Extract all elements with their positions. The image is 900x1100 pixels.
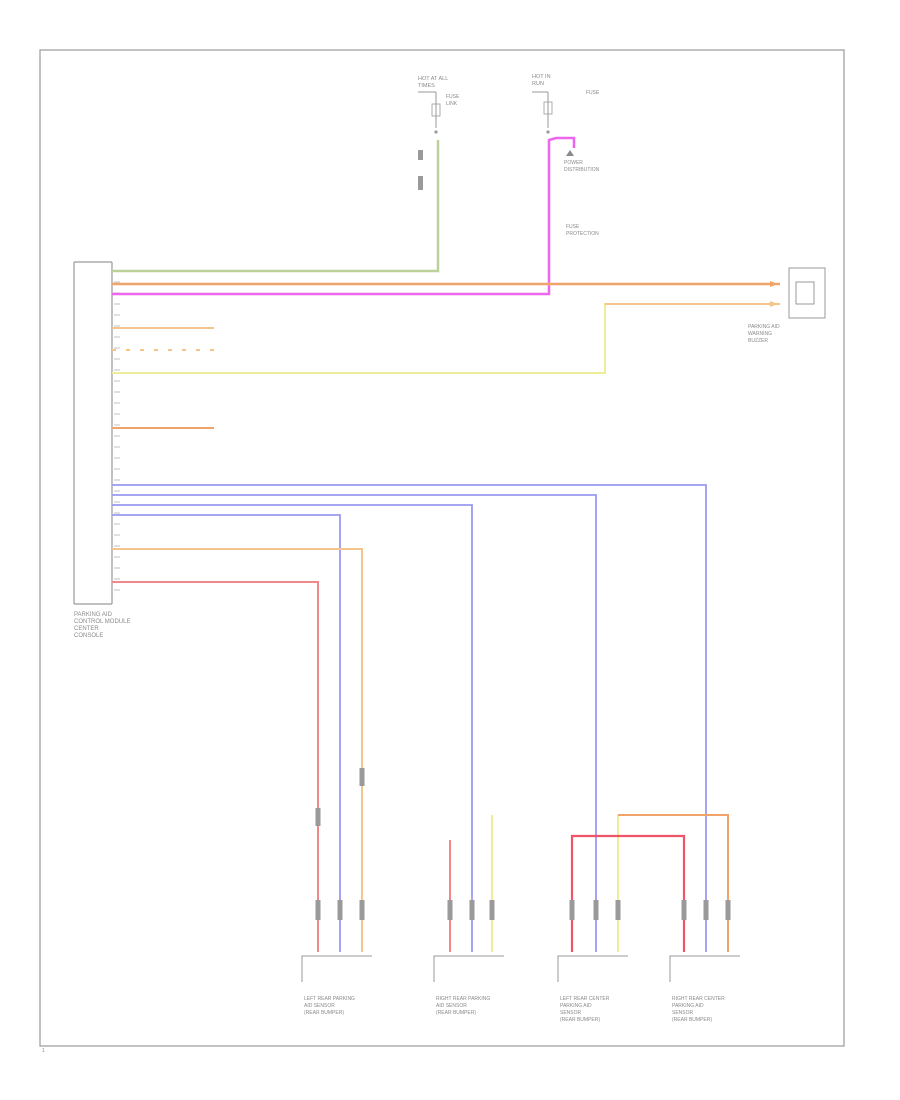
fuse-protection-label: FUSE PROTECTION: [566, 224, 599, 237]
sensor-connector-marker: [489, 900, 495, 920]
wire-red-s3-s4: [570, 834, 686, 952]
sensor-1-label-line-2: AID SENSOR: [304, 1003, 335, 1009]
fuse1-label-line-1: FUSE: [446, 94, 460, 100]
module-label-line-2: CONTROL MODULE: [74, 619, 130, 625]
wire-blue-1: [112, 484, 707, 952]
fuse1-label: FUSE LINK: [446, 94, 461, 107]
fuse-link-hot-at-all-times: HOT AT ALL TIMES FUSE LINK: [418, 76, 461, 190]
sensor-connector-marker: [569, 900, 575, 920]
power-label-line-1: POWER: [564, 160, 583, 166]
wire-blue-3: [112, 504, 473, 952]
fuse2-header-line-2: RUN: [532, 81, 544, 87]
buzzer-label-line-3: BUZZER: [748, 338, 768, 344]
fuse2-header: HOT IN RUN: [532, 74, 552, 87]
sensor-2-label-line-3: (REAR BUMPER): [436, 1010, 476, 1016]
wire-red-s1: [112, 581, 319, 952]
wire-blue-4: [112, 514, 341, 952]
sensor-3-label-line-3: SENSOR: [560, 1010, 582, 1016]
wire-blue-2: [112, 494, 597, 952]
sensor-4-label-line-4: (REAR BUMPER): [672, 1017, 712, 1023]
sensor-2-label: RIGHT REAR PARKING AID SENSOR (REAR BUMP…: [436, 996, 492, 1016]
sensor-connector-marker: [337, 900, 343, 920]
sensor-right-rear-center: RIGHT REAR CENTER PARKING AID SENSOR (RE…: [669, 955, 740, 1023]
fuse1-header-line-1: HOT AT ALL: [418, 76, 448, 82]
sensor-3-label-line-2: PARKING AID: [560, 1003, 592, 1009]
buzzer-label-line-2: WARNING: [748, 331, 772, 337]
module-label: PARKING AID CONTROL MODULE CENTER CONSOL…: [74, 612, 132, 639]
buzzer-label-line-1: PARKING AID: [748, 324, 780, 330]
fuse1-label-line-2: LINK: [446, 101, 458, 107]
sensor-connector-marker: [703, 900, 709, 920]
wire-green: [112, 140, 440, 273]
fuse1-header-line-2: TIMES: [418, 83, 435, 89]
sensor-connector-marker: [315, 900, 321, 920]
sensor-4-label: RIGHT REAR CENTER PARKING AID SENSOR (RE…: [672, 996, 726, 1023]
sensor-2-label-line-2: AID SENSOR: [436, 1003, 467, 1009]
sensor-4-label-line-2: PARKING AID: [672, 1003, 704, 1009]
module-pin-numbers: [114, 270, 120, 591]
sensor-connector-marker: [681, 900, 687, 920]
inline-connector-marker: [315, 808, 321, 826]
ground-symbol-icon: [566, 150, 574, 156]
parking-aid-control-module: PARKING AID CONTROL MODULE CENTER CONSOL…: [73, 261, 132, 639]
wire-orange-sensor: [112, 548, 363, 952]
sensor-1-label-line-1: LEFT REAR PARKING: [304, 996, 355, 1002]
sensor-left-rear-center: LEFT REAR CENTER PARKING AID SENSOR (REA…: [557, 955, 628, 1023]
fuse1-header: HOT AT ALL TIMES: [418, 76, 450, 89]
power-distribution-label: POWER DISTRIBUTION: [564, 160, 600, 173]
sensor-1-label: LEFT REAR PARKING AID SENSOR (REAR BUMPE…: [304, 996, 356, 1016]
fuse2-label: FUSE: [586, 90, 600, 96]
sensor-connector-marker: [469, 900, 475, 920]
sensor-2-label-line-1: RIGHT REAR PARKING: [436, 996, 490, 1002]
sensor-left-rear: LEFT REAR PARKING AID SENSOR (REAR BUMPE…: [301, 955, 372, 1016]
ground-label-line-2: PROTECTION: [566, 231, 599, 237]
power-label-line-2: DISTRIBUTION: [564, 167, 600, 173]
fuse-hot-in-run: HOT IN RUN FUSE POWER DISTRIBUTION FUSE …: [532, 74, 600, 237]
wire-pink: [112, 136, 576, 296]
fuse1-wire-markers: [418, 150, 423, 190]
diagram-frame: [39, 49, 845, 1047]
ground-label-line-1: FUSE: [566, 224, 580, 230]
module-label-line-4: CONSOLE: [74, 633, 103, 639]
sensor-connector-marker: [593, 900, 599, 920]
sensor-connector-marker: [447, 900, 453, 920]
sensor-3-label: LEFT REAR CENTER PARKING AID SENSOR (REA…: [560, 996, 611, 1023]
parking-aid-warning-buzzer: PARKING AID WARNING BUZZER: [748, 267, 826, 344]
sensor-4-label-line-3: SENSOR: [672, 1010, 694, 1016]
fuse2-header-line-1: HOT IN: [532, 74, 551, 80]
sensor-connector-marker: [725, 900, 731, 920]
module-label-line-3: CENTER: [74, 626, 99, 632]
sensor-3-label-line-4: (REAR BUMPER): [560, 1017, 600, 1023]
sensor-4-label-line-1: RIGHT REAR CENTER: [672, 996, 725, 1002]
figure-code: 1: [42, 1048, 45, 1054]
sensor-3-label-line-1: LEFT REAR CENTER: [560, 996, 610, 1002]
buzzer-label: PARKING AID WARNING BUZZER: [748, 324, 781, 344]
module-label-line-1: PARKING AID: [74, 612, 113, 618]
sensor-connector-marker: [359, 900, 365, 920]
wire-yellow-buzzer: [112, 303, 780, 374]
sensor-connector-marker: [615, 900, 621, 920]
wire-connector-markers: [315, 768, 731, 920]
wire-harness: [112, 136, 780, 952]
sensor-right-rear: RIGHT REAR PARKING AID SENSOR (REAR BUMP…: [433, 955, 504, 1016]
inline-connector-marker: [359, 768, 365, 786]
sensor-1-label-line-3: (REAR BUMPER): [304, 1010, 344, 1016]
